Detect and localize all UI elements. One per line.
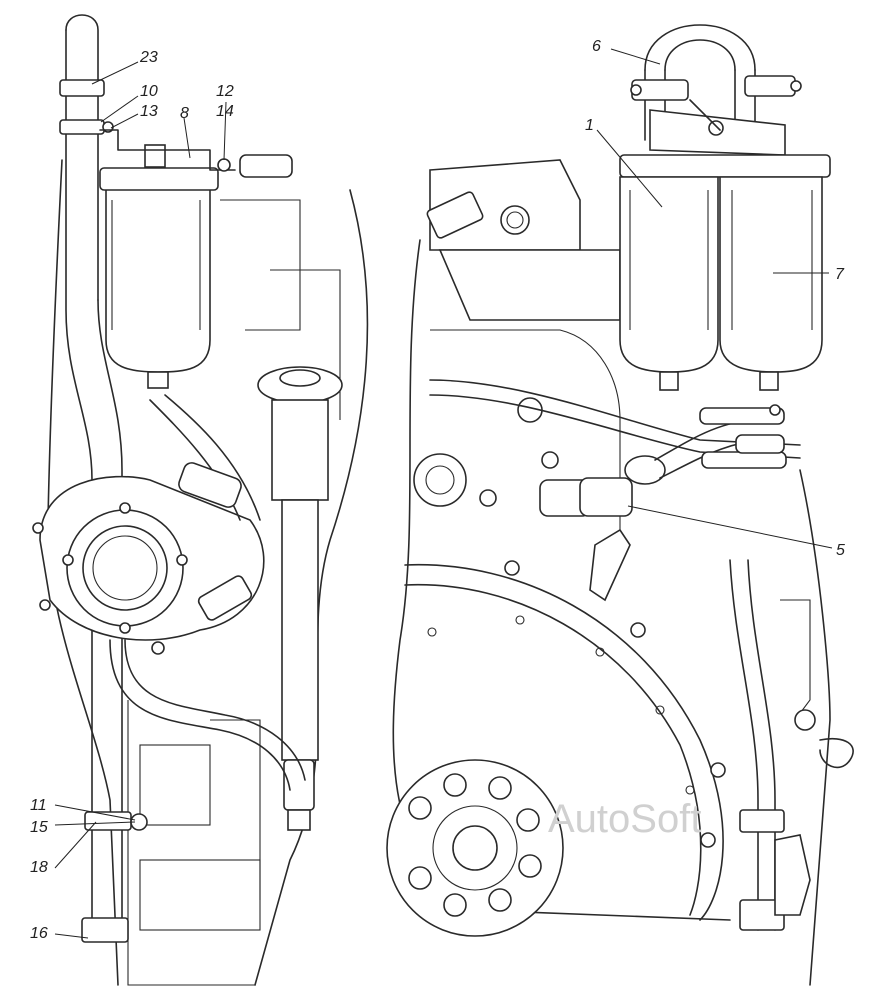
callout-10: 10 — [140, 83, 158, 100]
fuel-filter-bowl-7 — [719, 176, 823, 373]
callout-12: 12 — [216, 83, 234, 100]
hose-clamp-23 — [59, 79, 105, 97]
callout-8: 8 — [180, 105, 189, 122]
flywheel-assembly — [386, 528, 726, 937]
fuel-filter-bowl-1 — [619, 176, 719, 373]
callout-labels: 23 10 13 8 12 14 6 1 7 5 11 15 18 16 — [30, 38, 845, 942]
turbocharger-left — [32, 394, 306, 791]
right-engine-section — [392, 159, 831, 986]
callout-5: 5 — [836, 542, 845, 559]
callout-18: 18 — [30, 859, 48, 876]
callout-11: 11 — [30, 797, 47, 814]
hose-clamp-10 — [59, 119, 105, 135]
right-fuel-filters — [579, 24, 854, 931]
callout-7: 7 — [835, 266, 845, 283]
callout-14: 14 — [216, 103, 234, 120]
hose-clamp-16 — [81, 917, 129, 943]
callout-13: 13 — [140, 103, 158, 120]
watermark-text: AutoSoft — [548, 797, 701, 841]
hose-elbow-5 — [579, 477, 633, 517]
callout-1: 1 — [585, 117, 594, 134]
callout-leaders — [54, 48, 833, 939]
callout-15: 15 — [30, 819, 48, 836]
left-fuel-filter — [99, 129, 293, 389]
oil-filler-neck — [257, 366, 343, 831]
callout-16: 16 — [30, 925, 48, 942]
bolt-12-14 — [217, 158, 231, 172]
callout-6: 6 — [592, 38, 601, 55]
callout-23: 23 — [139, 49, 158, 66]
